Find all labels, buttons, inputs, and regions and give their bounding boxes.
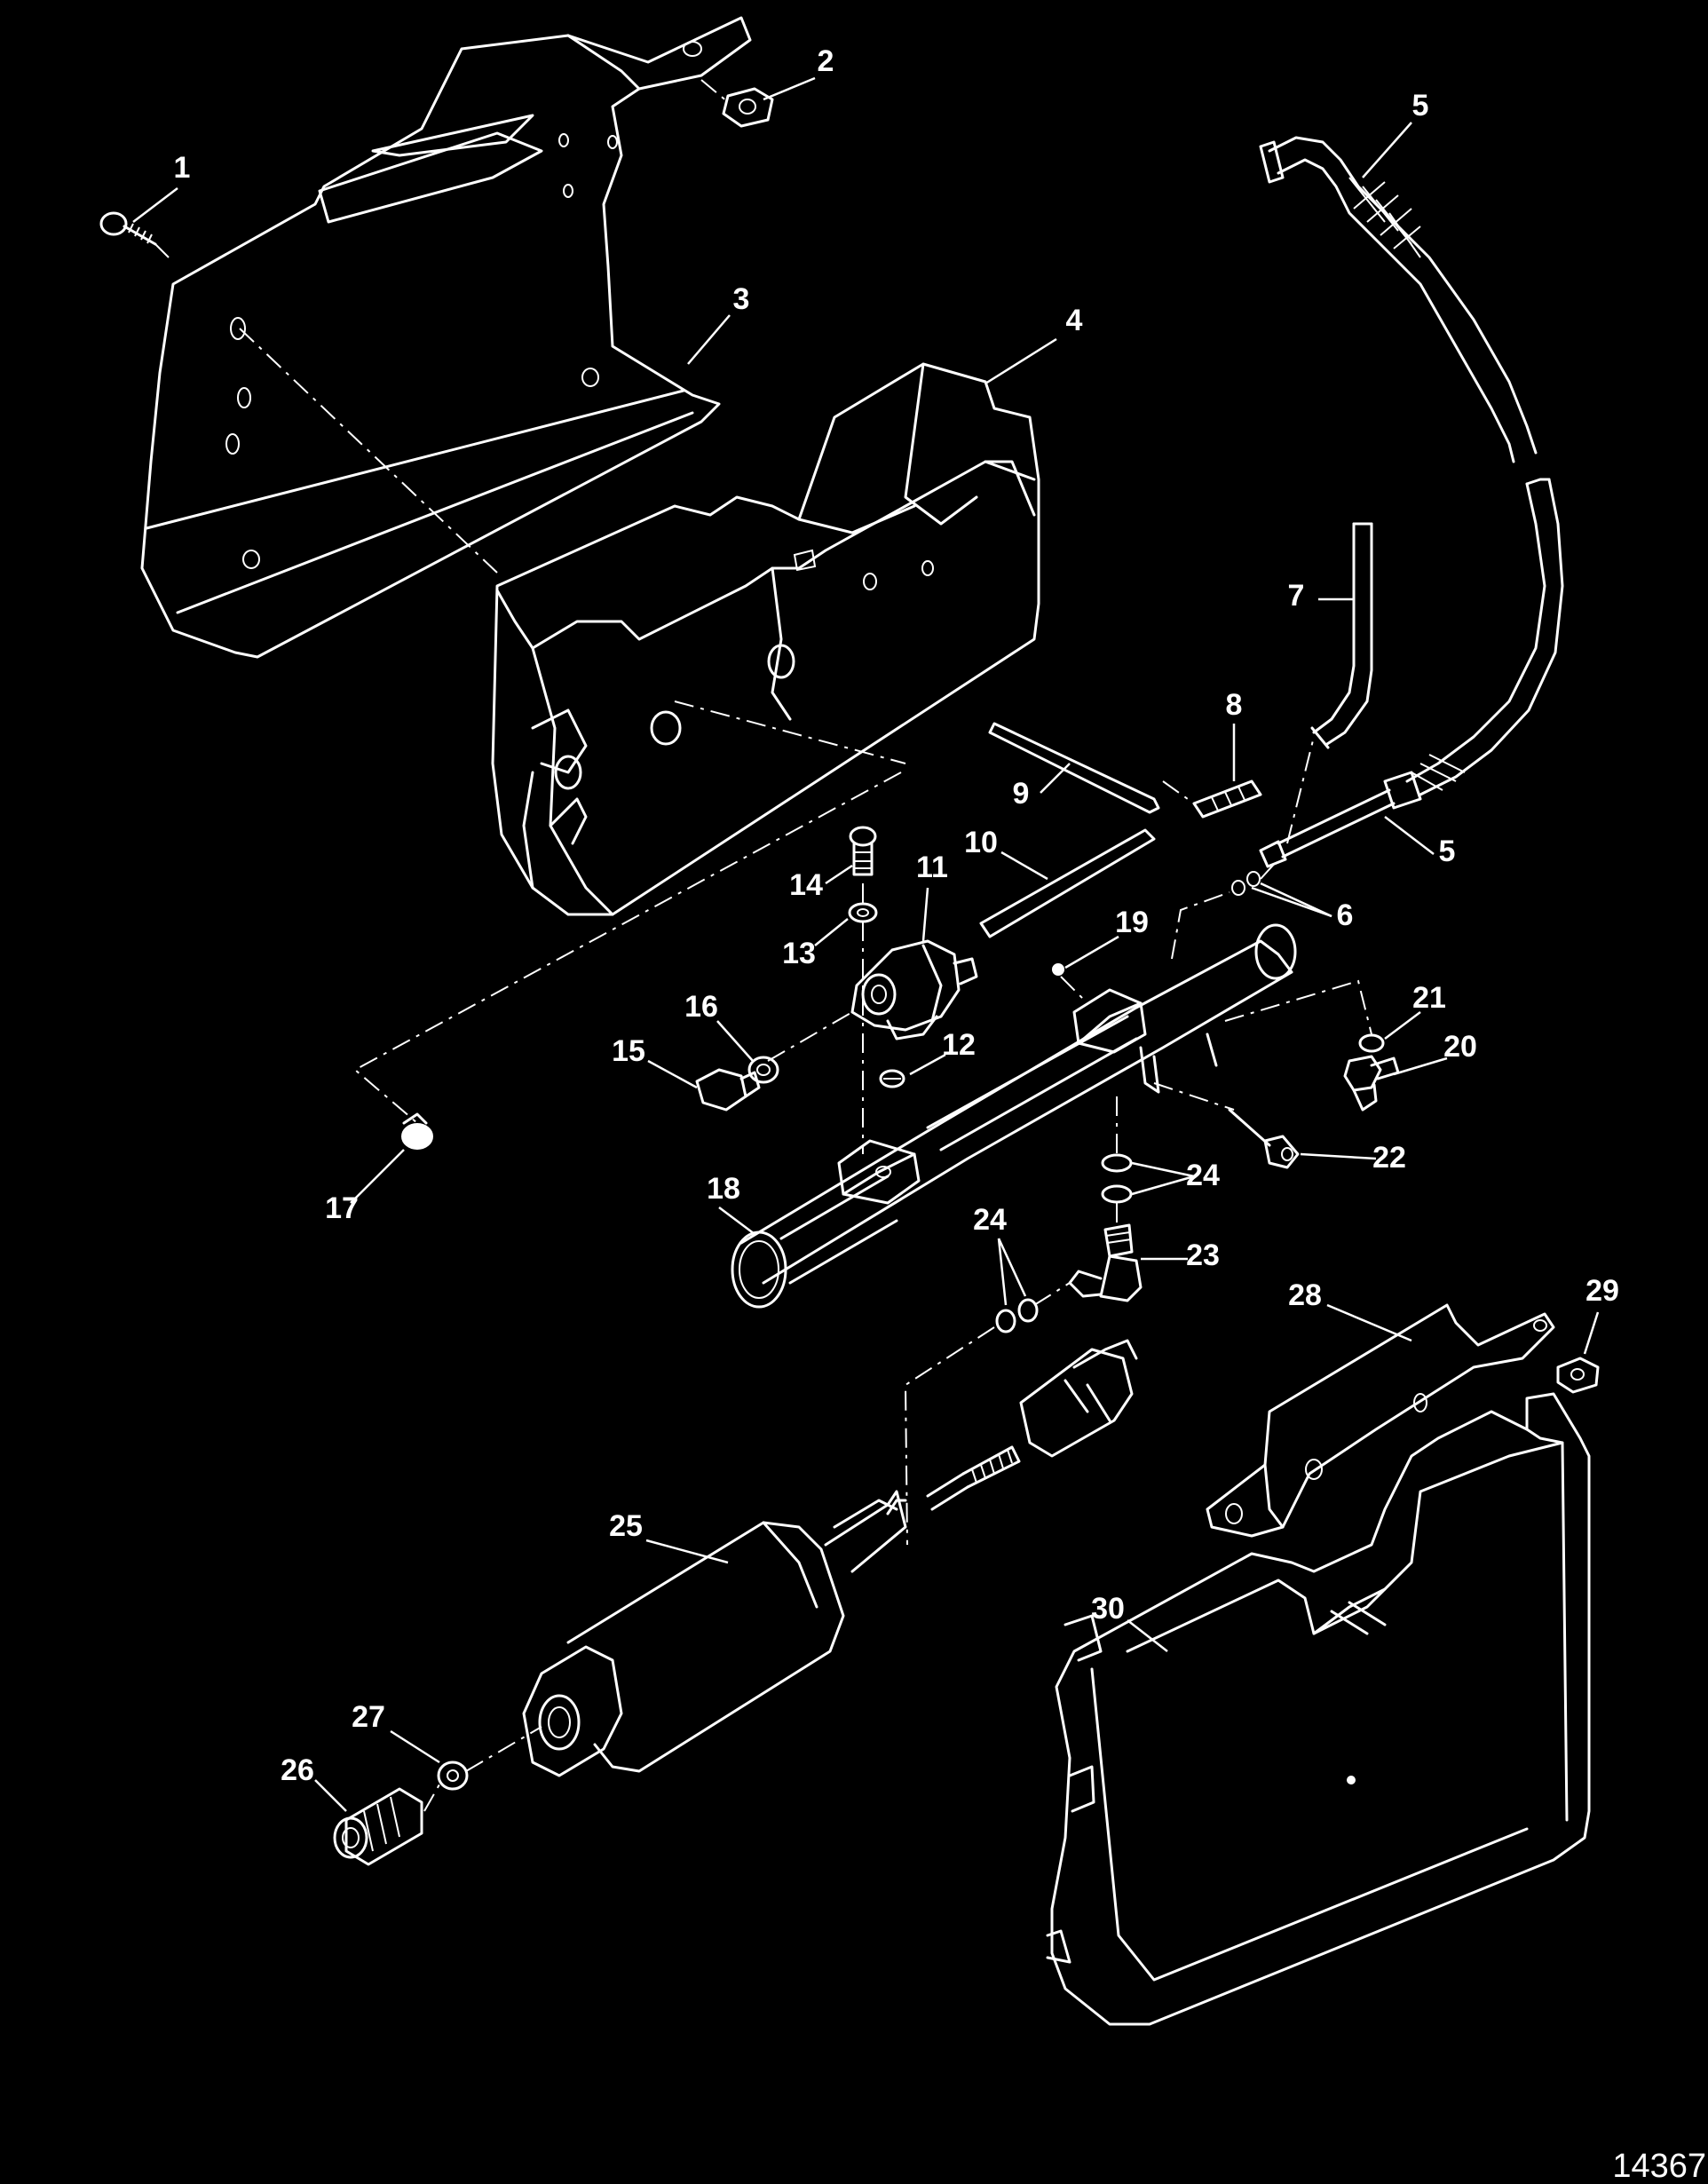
callout-leader-p16 [716,1020,754,1062]
callout-leader-p30 [1127,1619,1168,1652]
callout-label-p10: 10 [964,826,998,859]
callout-leader-p9 [1040,763,1071,794]
callout-leader-p4 [984,337,1057,385]
callout-leader-p14 [825,864,853,885]
callout-label-p5a: 5 [1412,89,1429,123]
callout-leader-p24a-b [1131,1175,1195,1196]
centerlines [154,79,1372,1812]
o-ring-part [1231,871,1261,896]
callout-label-p18: 18 [707,1172,740,1206]
elbow-fitting-part [1343,1055,1400,1112]
callout-label-p7: 7 [1288,579,1305,613]
callout-leader-p27 [390,1729,440,1764]
callout-label-p21: 21 [1412,981,1446,1015]
washer-part [848,902,878,923]
housing-bracket-part [491,362,1040,916]
tube-part [979,828,1156,938]
callout-label-p27: 27 [352,1700,385,1734]
callout-leader-p26 [314,1779,347,1812]
callout-leader-p17 [350,1149,405,1204]
callout-label-p11: 11 [916,851,948,884]
callout-leader-p5a [1362,122,1412,178]
rod-part [988,722,1160,814]
callout-label-p26: 26 [281,1753,314,1787]
bolt-part [849,826,877,876]
callout-label-p8: 8 [1226,688,1243,722]
callout-label-p28: 28 [1288,1278,1322,1312]
callout-label-p12: 12 [942,1028,976,1062]
fitting-part [1192,779,1262,819]
callout-leader-p6 [1260,882,1332,918]
callout-leader-p24b-b [997,1238,1027,1297]
sealing-washer-part [747,1056,779,1084]
callout-leader-p21 [1384,1011,1421,1040]
callout-leader-p28 [1326,1303,1412,1342]
callout-leader-p5b [1384,816,1435,855]
pressure-regulator-part [850,939,978,1041]
callout-leader-p6-b [1251,886,1332,918]
callout-label-p5b: 5 [1439,835,1456,868]
callout-label-p15: 15 [612,1034,645,1068]
callout-leader-p2 [763,76,816,101]
callout-leader-p19 [1064,935,1119,969]
callout-label-p6: 6 [1337,898,1354,932]
inlet-fitting-part [333,1787,423,1866]
callout-leader-p15 [647,1059,698,1089]
callout-leader-p29 [1583,1311,1600,1355]
figure-reference-number: 14367 [1612,2148,1706,2184]
callout-leader-p18 [718,1207,755,1235]
callout-label-p24b: 24 [973,1203,1007,1237]
callout-label-p25: 25 [609,1509,643,1543]
bracket-nut-part [1556,1357,1600,1394]
callout-label-p2: 2 [818,44,834,78]
callout-label-p13: 13 [782,937,816,970]
callout-labels: 1234556789101112131415161718192021222324… [132,44,1619,1812]
fuel-rail-part [731,923,1297,1309]
callout-label-p20: 20 [1443,1030,1477,1064]
callout-leader-p3 [687,314,731,365]
callout-label-p3: 3 [733,282,750,316]
pump-bracket-part [1206,1303,1555,1538]
callout-label-p29: 29 [1585,1274,1619,1308]
callout-leader-p13 [814,918,849,946]
vent-tube-part [1310,522,1373,749]
banjo-elbow-part [1068,1223,1143,1302]
check-ball-part [1052,963,1064,976]
seal-ring-part [1358,1033,1385,1053]
copper-washer-part [995,1153,1133,1333]
callout-label-p4: 4 [1066,304,1083,337]
callout-label-p30: 30 [1091,1592,1125,1626]
fuel-hose-part [1259,136,1564,868]
callout-leader-p20 [1393,1056,1448,1076]
callout-leader-p12 [909,1053,946,1076]
inlet-washer-part [437,1761,469,1791]
callout-label-p14: 14 [789,868,823,902]
callout-leader-p24a [1131,1161,1195,1178]
mounting-bracket-part [140,16,752,659]
callout-leader-p10 [1000,851,1048,881]
callout-label-p1: 1 [174,151,191,185]
callout-label-p9: 9 [1013,777,1030,811]
callout-label-p16: 16 [684,990,718,1024]
screw-part [99,211,157,246]
callout-label-p23: 23 [1186,1238,1220,1272]
callout-leader-p1 [132,187,178,223]
pump-cover-part [1046,1392,1591,2026]
callout-leader-p11 [921,887,929,942]
callout-label-p17: 17 [325,1191,359,1225]
grommet-screw-part [401,1112,433,1150]
callout-leader-p22 [1300,1152,1377,1160]
callout-label-p19: 19 [1115,906,1149,939]
nut-part [722,87,774,128]
fuel-pump-part [522,1339,1138,1777]
temperature-sensor-part [1228,1108,1300,1169]
callout-label-p24a: 24 [1186,1159,1220,1192]
plug-part [879,1069,905,1088]
callout-label-p22: 22 [1372,1141,1406,1175]
callout-leader-p25 [645,1539,729,1564]
callout-leader-p24b [997,1238,1008,1306]
